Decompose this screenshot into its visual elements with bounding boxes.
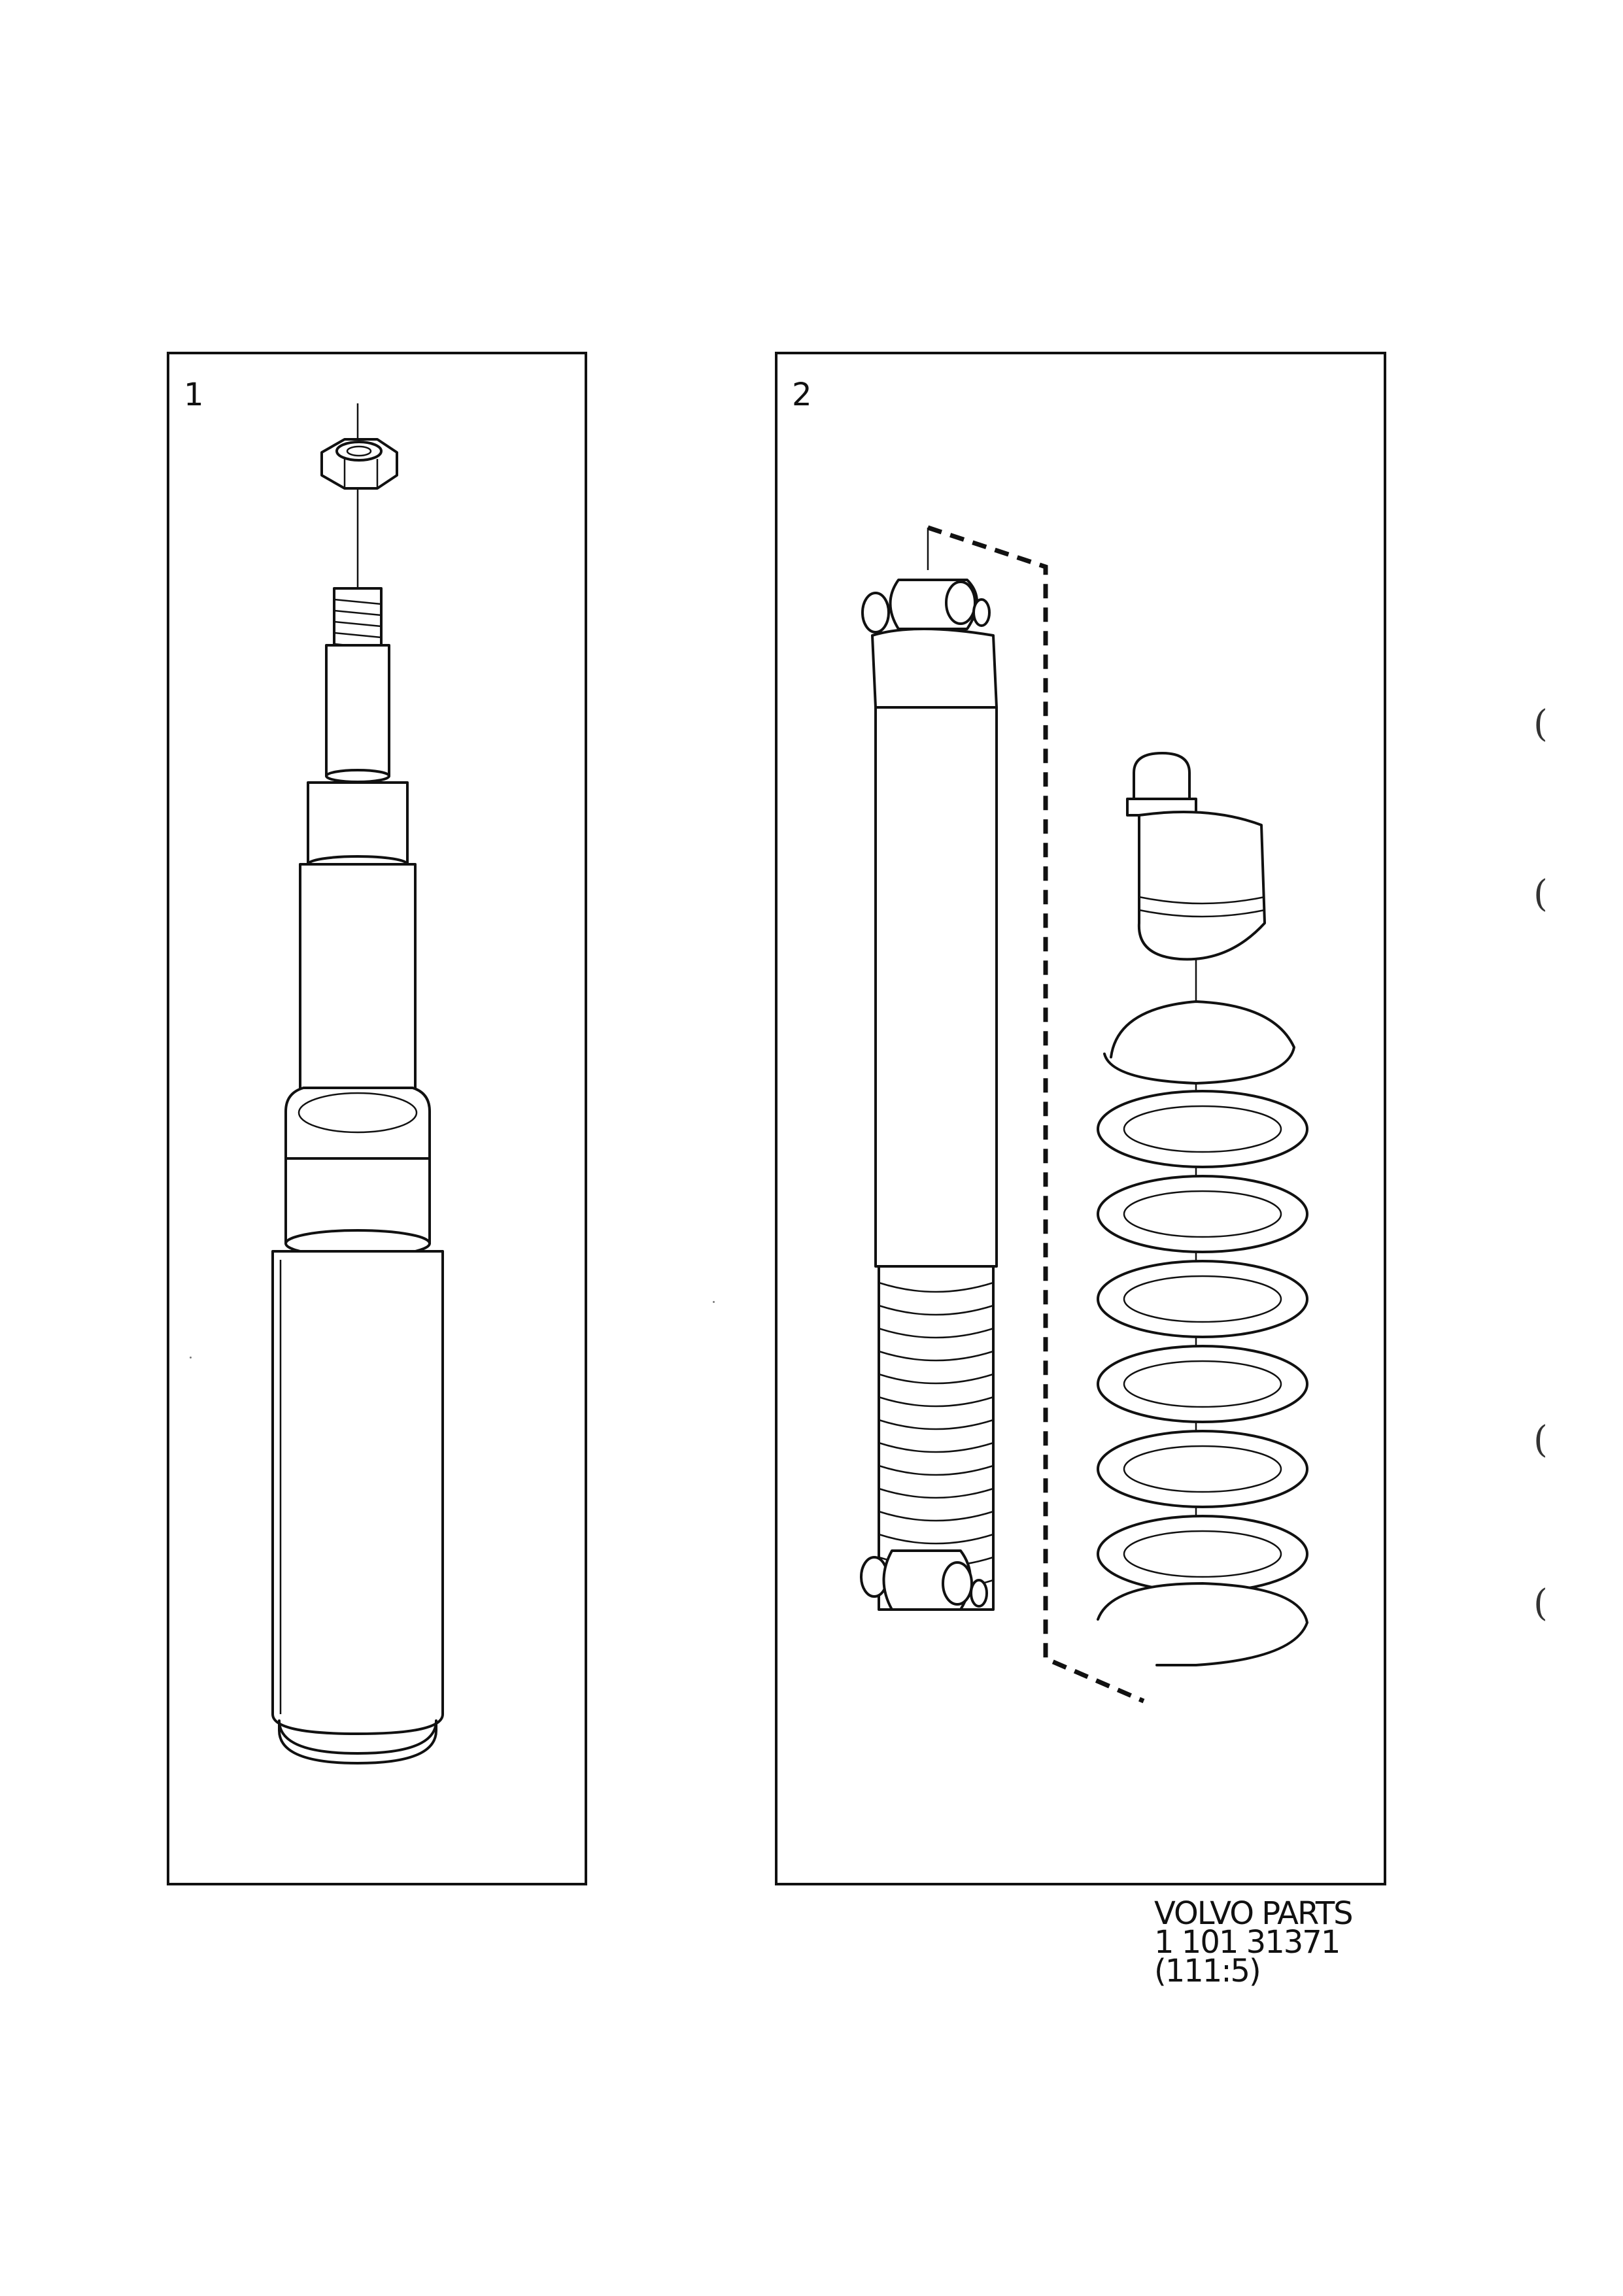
nut — [320, 438, 398, 490]
panel-1: 1 — [167, 352, 587, 1885]
shock-bottom-mount — [860, 1549, 988, 1611]
front-shock-absorber-illustration — [271, 403, 444, 1764]
rear-shock-and-spring-illustration — [860, 525, 1308, 1704]
binder-mark: ( — [1533, 873, 1548, 915]
shock-top-mount — [861, 579, 991, 633]
binder-mark: ( — [1533, 703, 1548, 745]
part-number: 1 101 31371 — [1154, 1924, 1341, 1961]
bump-stop — [1126, 752, 1266, 961]
binder-mark: ( — [1533, 1582, 1548, 1625]
section-code: (111:5) — [1154, 1953, 1261, 1989]
scan-speck — [190, 1357, 192, 1359]
margin-marks: ( ( ( ( — [1533, 0, 1573, 2296]
binder-mark: ( — [1533, 1419, 1548, 1461]
brand-label: VOLVO PARTS — [1154, 1895, 1354, 1932]
coil-spring — [1097, 1000, 1308, 1666]
parts-caption: VOLVO PARTS 1 101 31371 (111:5) — [1154, 1895, 1354, 1989]
panel-number: 2 — [792, 377, 812, 413]
panel-number: 1 — [184, 377, 204, 413]
bellows — [878, 1265, 995, 1611]
scan-speck — [713, 1301, 715, 1303]
panel-2: 2 — [775, 352, 1386, 1885]
